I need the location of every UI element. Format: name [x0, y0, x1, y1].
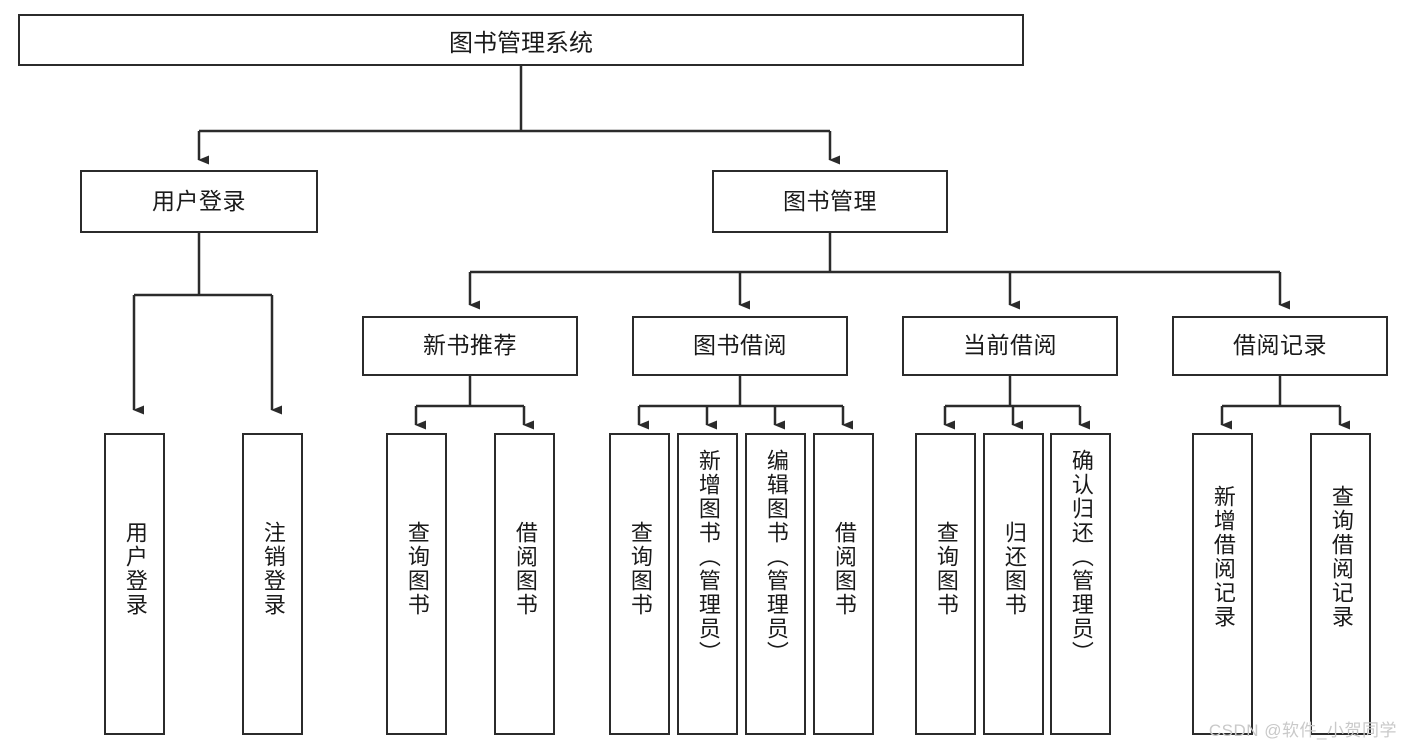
node-label: 图书借阅 — [693, 332, 787, 359]
node-label: 借阅图书 — [831, 521, 857, 617]
node-label: 借阅记录 — [1233, 332, 1327, 359]
node-book-management[interactable]: 图书管理 — [712, 170, 948, 233]
node-label: 用户登录 — [122, 521, 148, 617]
node-leaf-borrow-edit-book-admin[interactable]: 编辑图书（管理员） — [745, 433, 806, 735]
node-leaf-borrow-add-book-admin[interactable]: 新增图书（管理员） — [677, 433, 738, 735]
node-label: 查询借阅记录 — [1328, 485, 1354, 629]
watermark: CSDN @软件_小贺同学 — [1208, 721, 1397, 740]
node-leaf-current-return-book[interactable]: 归还图书 — [983, 433, 1044, 735]
node-leaf-user-login-login[interactable]: 用户登录 — [104, 433, 165, 735]
node-label: 查询图书 — [627, 521, 653, 617]
node-leaf-borrow-query-book[interactable]: 查询图书 — [609, 433, 670, 735]
node-leaf-user-login-logout[interactable]: 注销登录 — [242, 433, 303, 735]
node-label: 借阅图书 — [512, 521, 538, 617]
node-label: 图书管理 — [783, 187, 877, 214]
node-leaf-current-confirm-return-admin[interactable]: 确认归还（管理员） — [1050, 433, 1111, 735]
node-leaf-newbook-query-book[interactable]: 查询图书 — [386, 433, 447, 735]
node-leaf-current-query-book[interactable]: 查询图书 — [915, 433, 976, 735]
node-label: 查询图书 — [933, 521, 959, 617]
node-label: 图书管理系统 — [449, 29, 593, 57]
node-label: 编辑图书（管理员） — [763, 449, 789, 665]
node-label: 新书推荐 — [423, 332, 517, 359]
node-leaf-record-query-record[interactable]: 查询借阅记录 — [1310, 433, 1371, 735]
node-label: 查询图书 — [404, 521, 430, 617]
node-book-borrow[interactable]: 图书借阅 — [632, 316, 848, 376]
node-leaf-record-add-record[interactable]: 新增借阅记录 — [1192, 433, 1253, 735]
node-label: 归还图书 — [1001, 521, 1027, 617]
node-label: 当前借阅 — [963, 332, 1057, 359]
node-leaf-newbook-borrow-book[interactable]: 借阅图书 — [494, 433, 555, 735]
node-label: 新增借阅记录 — [1210, 485, 1236, 629]
node-current-borrow[interactable]: 当前借阅 — [902, 316, 1118, 376]
node-label: 用户登录 — [152, 187, 246, 214]
node-leaf-borrow-borrow-book[interactable]: 借阅图书 — [813, 433, 874, 735]
node-label: 新增图书（管理员） — [695, 449, 721, 665]
node-new-book-recommend[interactable]: 新书推荐 — [362, 316, 578, 376]
node-label: 确认归还（管理员） — [1068, 449, 1094, 665]
node-user-login[interactable]: 用户登录 — [80, 170, 318, 233]
node-borrow-record[interactable]: 借阅记录 — [1172, 316, 1388, 376]
node-root-book-management-system[interactable]: 图书管理系统 — [18, 14, 1024, 66]
node-label: 注销登录 — [260, 521, 286, 617]
